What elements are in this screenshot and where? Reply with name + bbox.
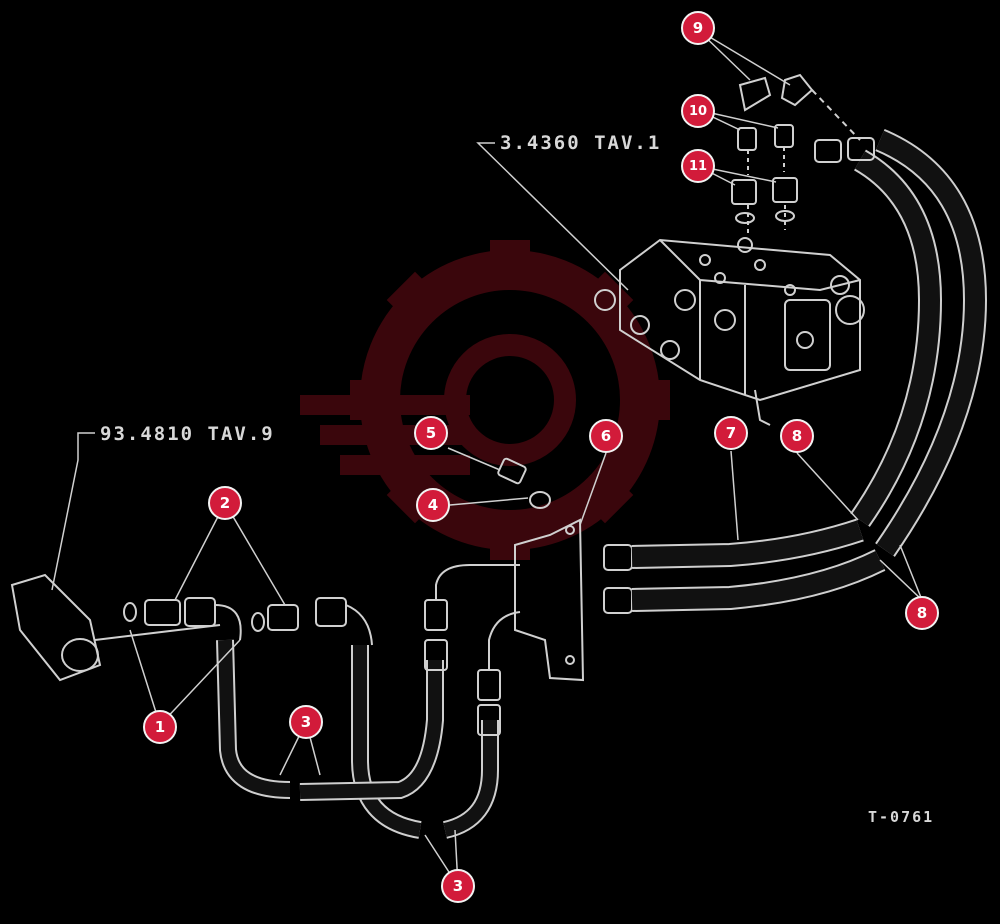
callout-5: 5 [414, 416, 448, 450]
valve-reference-label: 3.4360 TAV.1 [500, 132, 662, 154]
callout-3-upper: 3 [289, 705, 323, 739]
callout-3-lower: 3 [441, 869, 475, 903]
callout-7: 7 [714, 416, 748, 450]
figure-code-label: T-0761 [868, 808, 935, 826]
callout-2: 2 [208, 486, 242, 520]
cylinder-reference-label: 93.4810 TAV.9 [100, 423, 275, 445]
callout-10: 10 [681, 94, 715, 128]
callout-4: 4 [416, 488, 450, 522]
callout-6: 6 [589, 419, 623, 453]
callout-1: 1 [143, 710, 177, 744]
callout-8-upper: 8 [780, 419, 814, 453]
callout-11: 11 [681, 149, 715, 183]
callout-8-lower: 8 [905, 596, 939, 630]
callout-9: 9 [681, 11, 715, 45]
gear-wrench-watermark-icon [300, 240, 670, 560]
